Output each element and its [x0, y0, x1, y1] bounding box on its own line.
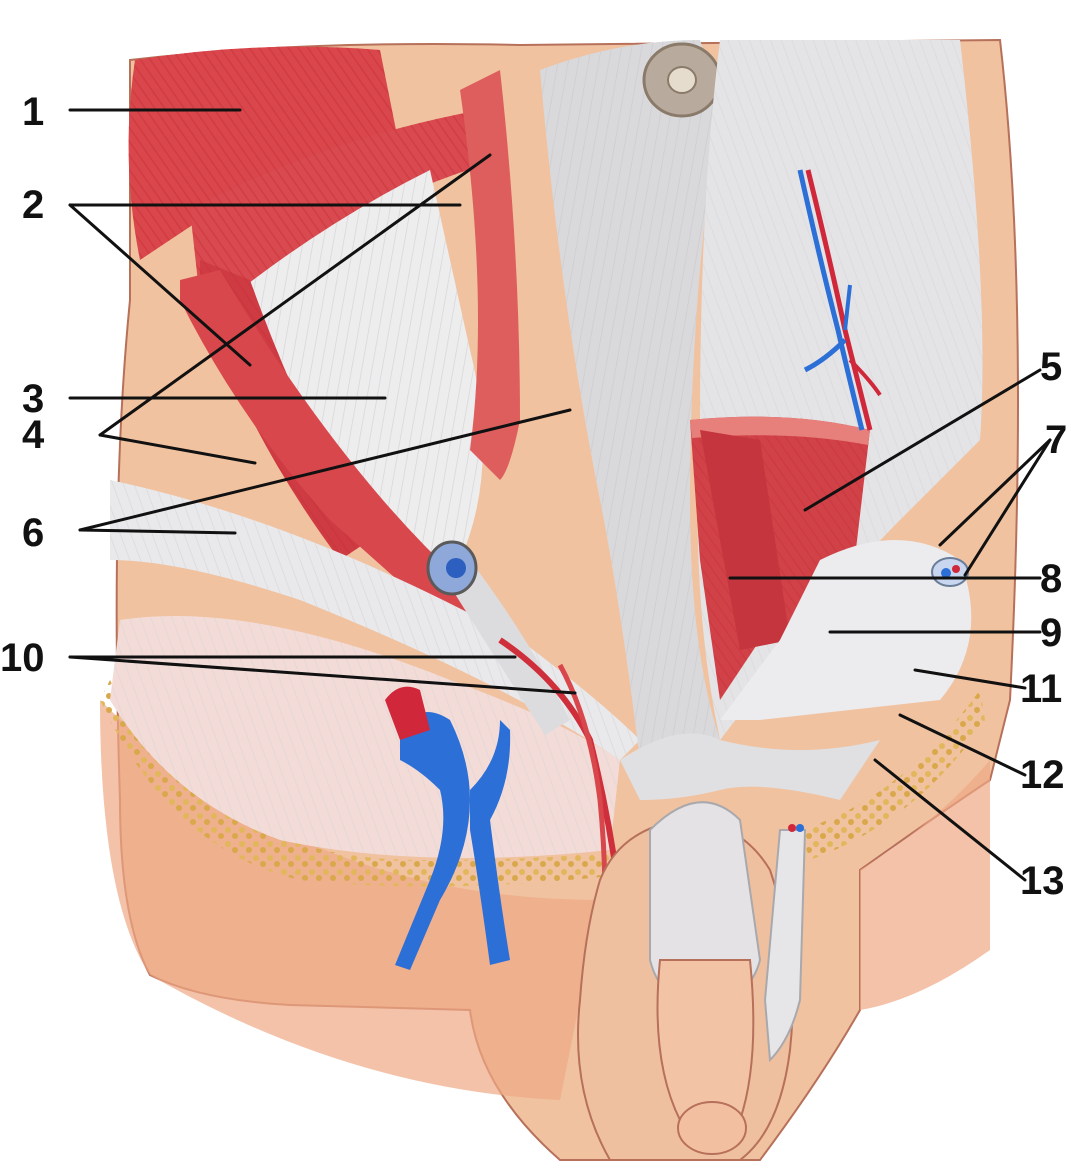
leader-4b — [98, 433, 257, 465]
label-11: 11 — [1020, 667, 1062, 711]
label-2: 2 — [22, 183, 44, 227]
leader-5 — [803, 368, 1042, 512]
femoral-artery-cut — [385, 686, 430, 740]
cord-vessel-red — [788, 824, 796, 832]
label-5: 5 — [1040, 345, 1062, 389]
leader-7a — [938, 438, 1052, 547]
epigastric-vein-branch — [803, 338, 847, 373]
leader-4a — [98, 153, 492, 437]
label-3: 3 — [22, 377, 44, 421]
subcutaneous-fat — [100, 680, 620, 887]
label-12: 12 — [1020, 753, 1065, 797]
label-4: 4 — [22, 413, 45, 457]
leader-10b — [68, 655, 577, 695]
label-13: 13 — [1020, 859, 1065, 903]
leader-lines — [68, 108, 1052, 882]
label-9: 9 — [1040, 611, 1062, 655]
leader-11 — [913, 668, 1027, 690]
spermatic-cord-left-vein — [446, 558, 466, 578]
great-saphenous-vein — [470, 720, 511, 965]
epigastric-vein-branch-2 — [843, 284, 852, 331]
thigh-skin-right — [860, 760, 990, 1010]
leader-12 — [898, 713, 1027, 777]
label-8: 8 — [1040, 557, 1062, 601]
leader-6b — [78, 528, 237, 535]
inguinal-ligament-fibers — [110, 480, 640, 760]
pyramidalis-muscle — [700, 430, 790, 650]
leader-13 — [873, 758, 1027, 882]
label-1: 1 — [22, 90, 44, 134]
cut-vessel-blue — [941, 568, 951, 578]
rectus-sheath-left-strip — [460, 70, 520, 480]
epigastric-artery-branch — [848, 358, 882, 397]
external-oblique-aponeurosis-fibers — [240, 170, 483, 560]
leader-7b — [963, 438, 1052, 577]
cut-vessel-red — [952, 565, 960, 573]
label-10: 10 — [0, 636, 45, 680]
epigastric-vein — [797, 169, 865, 431]
cord-vessel-blue — [796, 824, 804, 832]
glans — [677, 1101, 747, 1155]
label-6: 6 — [22, 511, 44, 555]
subcutaneous-fat-right — [800, 690, 985, 860]
spermatic-cord-right-tube — [763, 829, 807, 1063]
leader-2b — [68, 203, 252, 367]
linea-alba-fibers — [540, 40, 720, 760]
femoral-vein — [395, 712, 470, 970]
leader-6a — [78, 408, 572, 532]
penis-lower — [656, 959, 755, 1121]
label-7: 7 — [1045, 418, 1067, 462]
umbilicus-center — [667, 66, 697, 94]
superficial-inguinal-ring-area — [720, 540, 972, 720]
fundiform-ligament — [620, 733, 880, 800]
rectus-cut-edge — [690, 416, 870, 445]
